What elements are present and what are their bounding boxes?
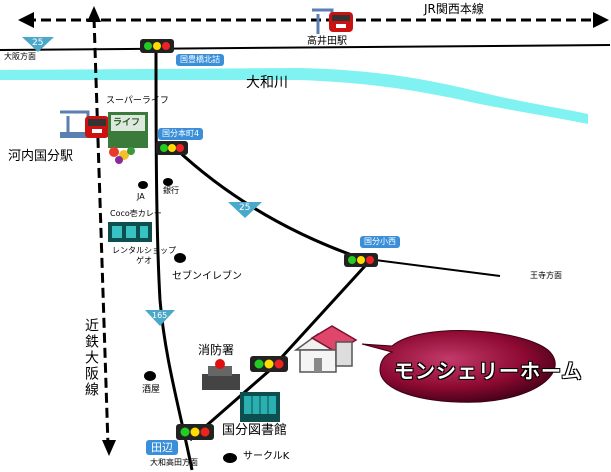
road-25-diag bbox=[173, 146, 361, 260]
liquor-label: 酒屋 bbox=[142, 385, 161, 395]
route-165-number: 165 bbox=[152, 311, 168, 320]
road-oji bbox=[359, 257, 501, 277]
jr-arrow-left bbox=[18, 12, 34, 28]
bank-label: 銀行 bbox=[163, 186, 179, 195]
intersection-kokubu-honmachi4: 国分本町4 bbox=[158, 128, 204, 140]
yamato-river bbox=[0, 68, 588, 124]
route-25-mid-number: 25 bbox=[239, 203, 251, 213]
home-name-label: モンシェリーホーム bbox=[394, 359, 583, 383]
supermarket-label: スーパーライフ bbox=[106, 96, 169, 106]
road-165 bbox=[154, 47, 194, 471]
seven-eleven-label: セブンイレブン bbox=[172, 271, 242, 282]
intersection-kokudo-bridge-north: 国豊橋北詰 bbox=[176, 54, 224, 66]
traffic-light-top bbox=[140, 39, 174, 53]
oji-direction-label: 王寺方面 bbox=[530, 271, 562, 280]
takaida-station-icon bbox=[312, 8, 353, 34]
bank-dot bbox=[163, 178, 173, 186]
library-icon bbox=[240, 392, 280, 422]
fire-station-icon bbox=[202, 359, 240, 390]
jr-arrow-right bbox=[593, 12, 609, 28]
route-165-badge bbox=[145, 310, 175, 326]
kintetsu-line-label: 近鉄大阪線 bbox=[83, 318, 99, 398]
traffic-light-honmachi bbox=[156, 141, 188, 155]
jr-line-label: JR関西本線 bbox=[424, 2, 484, 16]
circle-k-dot bbox=[223, 453, 237, 463]
route-25-badge-mid bbox=[228, 202, 262, 218]
kintetsu-arrow-down bbox=[102, 440, 116, 456]
coco-curry-label: Coco壱カレー bbox=[110, 209, 162, 218]
route-25-badge-top bbox=[22, 37, 54, 52]
osaka-takadacho-direction-label: 大和高田方面 bbox=[150, 458, 198, 467]
liquor-dot bbox=[144, 371, 156, 381]
supermarket-icon bbox=[108, 112, 148, 164]
fire-station-label: 消防署 bbox=[198, 343, 235, 357]
circle-k-label: サークルK bbox=[243, 451, 290, 462]
kintetsu-line bbox=[92, 17, 110, 446]
coco-curry-icon bbox=[108, 222, 152, 242]
kawachi-kokubu-station-label: 河内国分駅 bbox=[8, 149, 74, 164]
traffic-light-tanabe bbox=[176, 424, 214, 440]
intersection-tanabe: 田辺 bbox=[146, 440, 178, 455]
osaka-direction-label: 大阪方面 bbox=[4, 52, 36, 61]
takaida-station-label: 高井田駅 bbox=[307, 36, 347, 47]
kintetsu-arrow-up bbox=[87, 6, 101, 22]
ja-dot bbox=[138, 181, 148, 189]
intersection-kokubu-elementary-west: 国分小西 bbox=[360, 236, 400, 248]
library-label: 国分図書館 bbox=[222, 423, 288, 438]
supermarket-sign: ライフ bbox=[113, 118, 141, 128]
home-speech-bubble bbox=[361, 330, 556, 403]
route-25-top-number: 25 bbox=[32, 38, 44, 48]
road-25-top bbox=[0, 44, 611, 51]
traffic-light-kokubu-west bbox=[344, 253, 378, 267]
seven-eleven-dot bbox=[174, 253, 186, 263]
ja-label: JA bbox=[137, 192, 145, 201]
rental-geo-label: レンタルショップ ゲオ bbox=[112, 246, 176, 266]
traffic-light-fire bbox=[250, 356, 288, 372]
kawachi-kokubu-station-icon bbox=[60, 110, 109, 138]
river-label: 大和川 bbox=[246, 75, 288, 91]
home-house-icon bbox=[293, 325, 358, 373]
